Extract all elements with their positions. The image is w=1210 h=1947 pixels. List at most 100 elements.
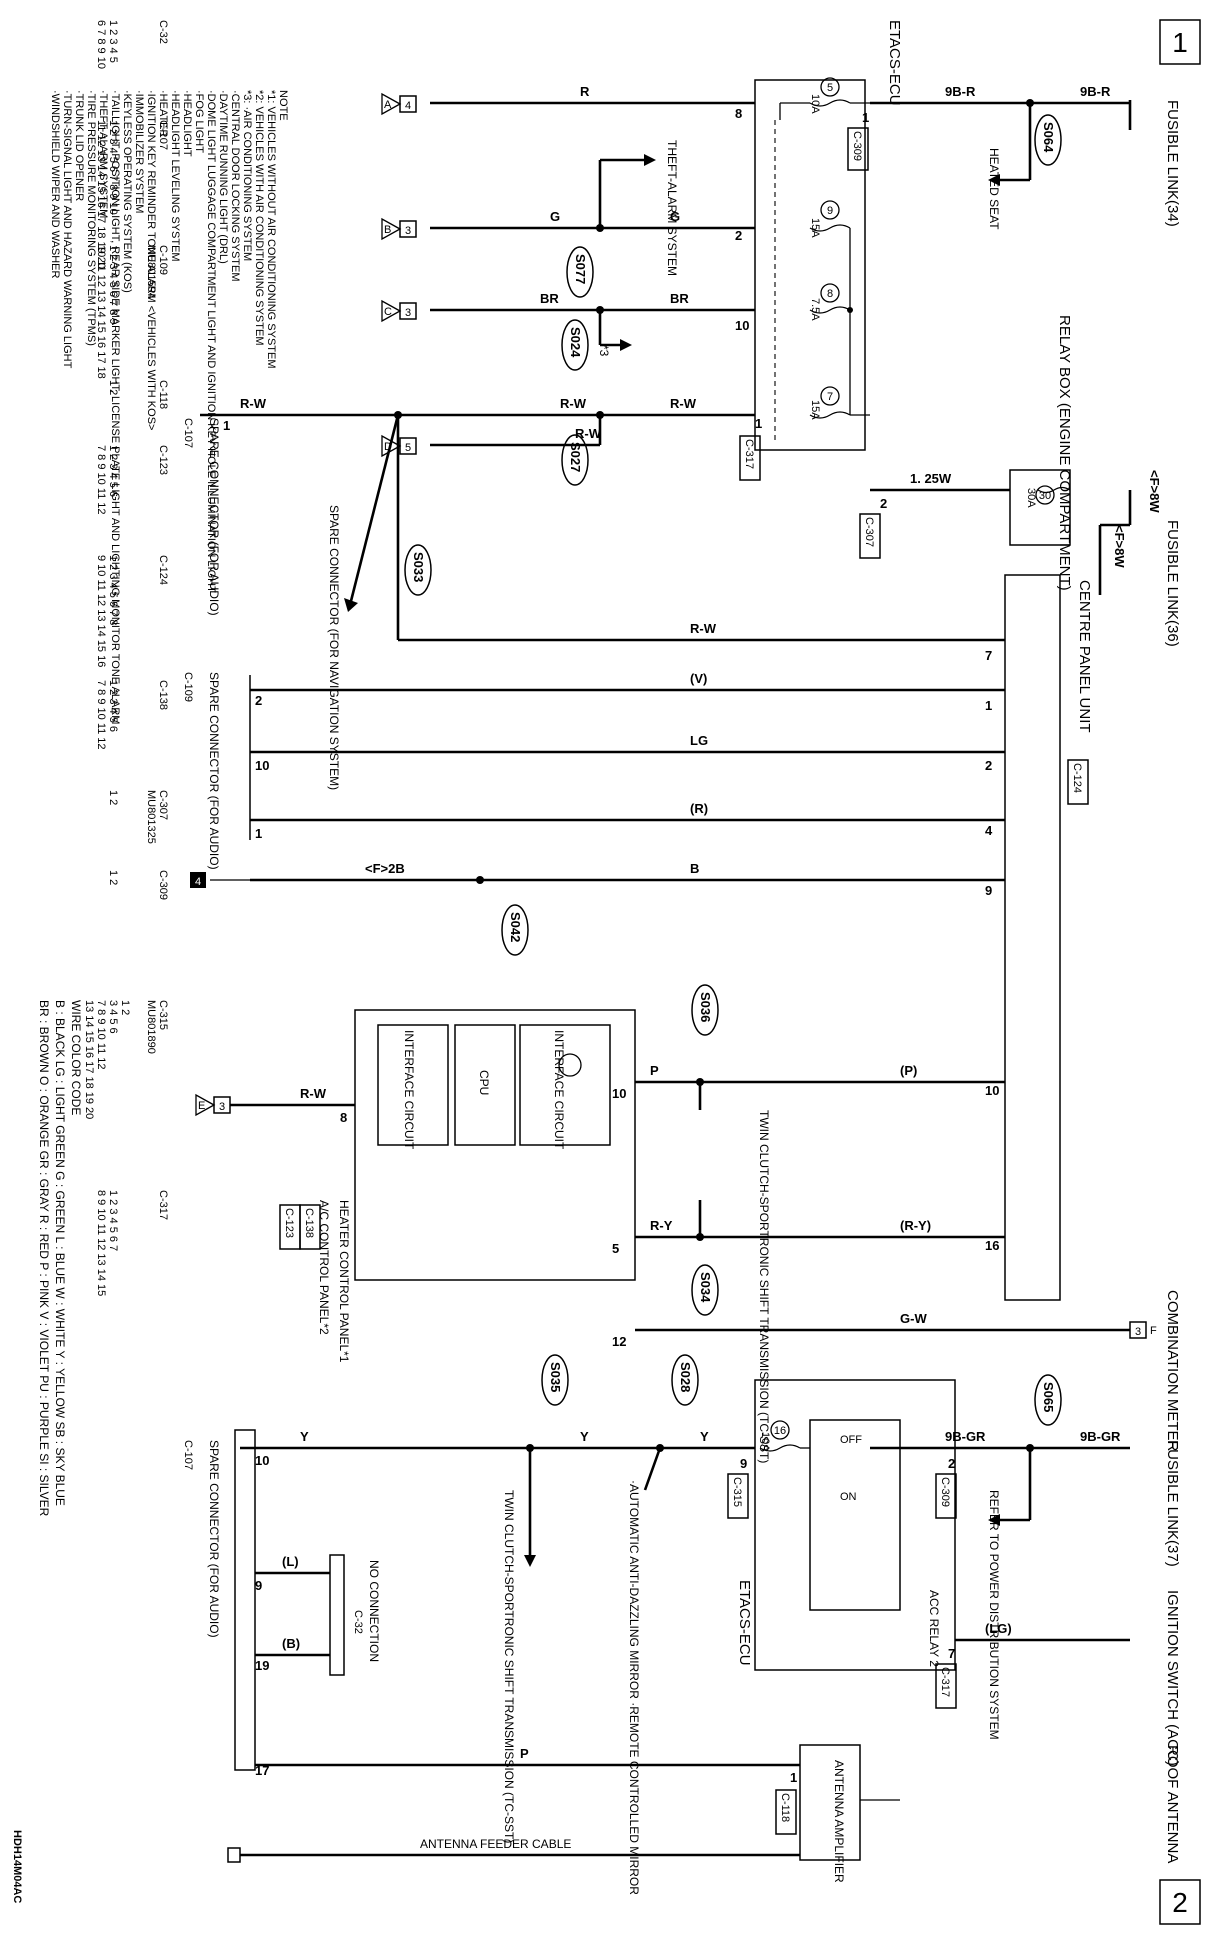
hc-pin-5: 5 (612, 1241, 619, 1256)
splice-s035-label: S035 (548, 1362, 563, 1392)
fuse-7-circle (820, 386, 840, 406)
etacs-pin-1-c309: 1 (862, 110, 869, 125)
cv-c317-row1: 8 9 10 11 12 13 14 15 (95, 1190, 107, 1296)
cv-c32-name: C-32 (157, 20, 169, 44)
cv-c315-part: MU801890 (145, 1000, 157, 1054)
fuse-30-number: 30 (1039, 490, 1051, 502)
note-8: ·HEADLIGHT (181, 90, 193, 157)
no-connection-block (329, 1554, 345, 1676)
fuse-5-number: 5 (827, 82, 833, 94)
cv-c315-row3: 13 14 15 16 17 18 19 20 (83, 1000, 95, 1119)
spare-107-pin-9: 9 (255, 1578, 262, 1593)
page-number-2-text: 2 (1172, 1887, 1188, 1918)
wire-y-label-3: Y (300, 1429, 309, 1444)
spare-pin-1-top: 1 (223, 418, 230, 433)
tc-sst-label-2: TWIN CLUTCH-SPORTRONIC SHIFT TRANSMISSIO… (502, 1490, 516, 1843)
cv-c32-row0: 1 2 3 4 5 (107, 20, 119, 63)
splice-s033-label: S033 (411, 552, 426, 582)
splice-s024-label: S024 (568, 327, 583, 358)
page-marker-2 (1159, 1879, 1201, 1925)
cv-c109-row0: 1 2 3 4 5 6 7 8 9 (107, 245, 119, 325)
c309-tag-1 (847, 127, 869, 171)
spare-nav-label: SPARE CONNECTOR (FOR NAVIGATION SYSTEM) (327, 505, 341, 790)
ref-a-letter: A (384, 99, 392, 111)
fusible-link-34-text: FUSIBLE LINK(34) (1164, 100, 1181, 227)
cv-c317-row0: 1 2 3 4 5 6 7 (107, 1190, 119, 1251)
mirror-label: ·AUTOMATIC ANTI-DAZZLING MIRROR ·REMOTE … (627, 1480, 641, 1895)
note-4: ·CENTRAL DOOR LOCKING SYSTEM (229, 90, 241, 282)
splice-s034-label: S034 (698, 1272, 713, 1303)
c317-tag-label-1: C-317 (743, 439, 755, 469)
fuse-5-amp: 10A (809, 94, 821, 114)
cv-c315-row0: 1 2 (119, 1000, 131, 1015)
c138-tag-label: C-138 (303, 1208, 315, 1238)
wire-y-label-1: Y (700, 1429, 709, 1444)
note-2: *2: VEHICLES WITH AIR CONDITIONING SYSTE… (253, 90, 265, 345)
note-13: ·KEYLESS OPERATING SYSTEM (KOS) (121, 90, 133, 293)
heater-control-panel (354, 1009, 636, 1281)
cp-pin-2: 2 (985, 758, 992, 773)
etacs-pin-10: 10 (735, 318, 749, 333)
antenna-amplifier-label: ANTENNA AMPLIFIER (832, 1760, 846, 1883)
cv-c307-row0: 1 2 (107, 790, 119, 805)
cv-c124-row0: 1 2 3 4 5 6 7 8 (107, 555, 119, 625)
cv-c118-row0: 1 2 (107, 380, 119, 395)
etacs-bus-dot (847, 307, 853, 313)
page-marker-1 (1159, 19, 1201, 65)
wire-br-label-2: BR (540, 291, 559, 306)
fuse-16-number: 16 (774, 1425, 786, 1437)
tc-sst-label-1: TWIN CLUTCH-SPORTRONIC SHIFT TRANSMISSIO… (757, 1110, 771, 1463)
ignition-switch-text: IGNITION SWITCH (ACC) (1164, 1590, 1181, 1766)
note-9: ·HEADLIGHT LEVELING SYSTEM (169, 90, 181, 262)
cv-c107-row0: 1 2 3 4 5 6 7 8 9 10 (107, 120, 119, 215)
spare-109-pin-2: 2 (255, 693, 262, 708)
spare-109-pin-10: 10 (255, 758, 269, 773)
interface-circuit-label-1: INTERFACE CIRCUIT (402, 1030, 416, 1150)
ref-5d-num: 5 (405, 442, 411, 454)
cv-c317-name: C-317 (157, 1190, 169, 1220)
splice-s042-dot (476, 876, 484, 884)
splice-s077-dot (596, 224, 604, 232)
wire-b-paren-label: (B) (282, 1636, 300, 1651)
combination-meter-text: COMBINATION METER (1164, 1290, 1181, 1452)
spare-connector-c107-tag-2: C-107 (182, 1440, 194, 1470)
etacs2-pin-2: 2 (948, 1456, 955, 1471)
relay-box-text: RELAY BOX (ENGINE COMPARTMENT) (1056, 315, 1073, 591)
cv-c307-part: MU801325 (145, 790, 157, 844)
acc-relay-label: ACC RELAY 2 (927, 1590, 941, 1667)
c317-tag-1 (739, 435, 761, 481)
cv-c107-name: C-107 (157, 120, 169, 150)
c32-tag-label: C-32 (352, 1610, 364, 1634)
note-3: *3: ·AIR CONDITIONING SYSTEM (241, 90, 253, 261)
antenna-pin-1: 1 (790, 1770, 797, 1785)
spare-107-pin-17: 17 (255, 1763, 269, 1778)
fuse-8-number: 8 (827, 288, 833, 300)
wire-g-label-1: G (670, 209, 680, 224)
wire-p-label: P (650, 1063, 659, 1078)
cv-c309-row0: 1 2 (107, 870, 119, 885)
cp-pin-4: 4 (985, 823, 993, 838)
refer-power-label: REFER TO POWER DISTRIBUTION SYSTEM (987, 1490, 1001, 1740)
fuse-9-symbol (809, 224, 851, 232)
etacs-pin-2-c307: 2 (880, 496, 887, 511)
note-17: ·TRUNK LID OPENER (73, 90, 85, 201)
cp-pin-9: 9 (985, 883, 992, 898)
etacs2-pin-9: 9 (740, 1456, 747, 1471)
centre-panel-unit (1004, 574, 1061, 1301)
fuse-9-number: 9 (827, 205, 833, 217)
cv-c315-row1: 3 4 5 6 (107, 1000, 119, 1034)
cv-c315-row2: 7 8 9 10 11 12 (95, 1000, 107, 1070)
wire-l-label: (L) (282, 1554, 299, 1569)
star3-label: *3 (597, 345, 611, 357)
note-16: ·TIRE PRESSURE MONITORING SYSTEM (TPMS) (85, 90, 97, 346)
wire-g-label-2: G (550, 209, 560, 224)
ref-3e-num: 3 (219, 1101, 225, 1113)
cv-c32-row1: 6 7 8 9 10 (95, 20, 107, 69)
cv-c138-name: C-138 (157, 680, 169, 710)
acc-relay-box (809, 1419, 901, 1611)
star3-arrow (620, 339, 632, 351)
note-15: ·THEFT-ALARM SYSTEM (97, 90, 109, 218)
spare-connector-label-1: SPARE CONNECTOR (FOR AUDIO) (207, 672, 221, 870)
wire-9b-gr-label-1: 9B-GR (1080, 1429, 1121, 1444)
note-10: ·HEATER (157, 90, 169, 138)
